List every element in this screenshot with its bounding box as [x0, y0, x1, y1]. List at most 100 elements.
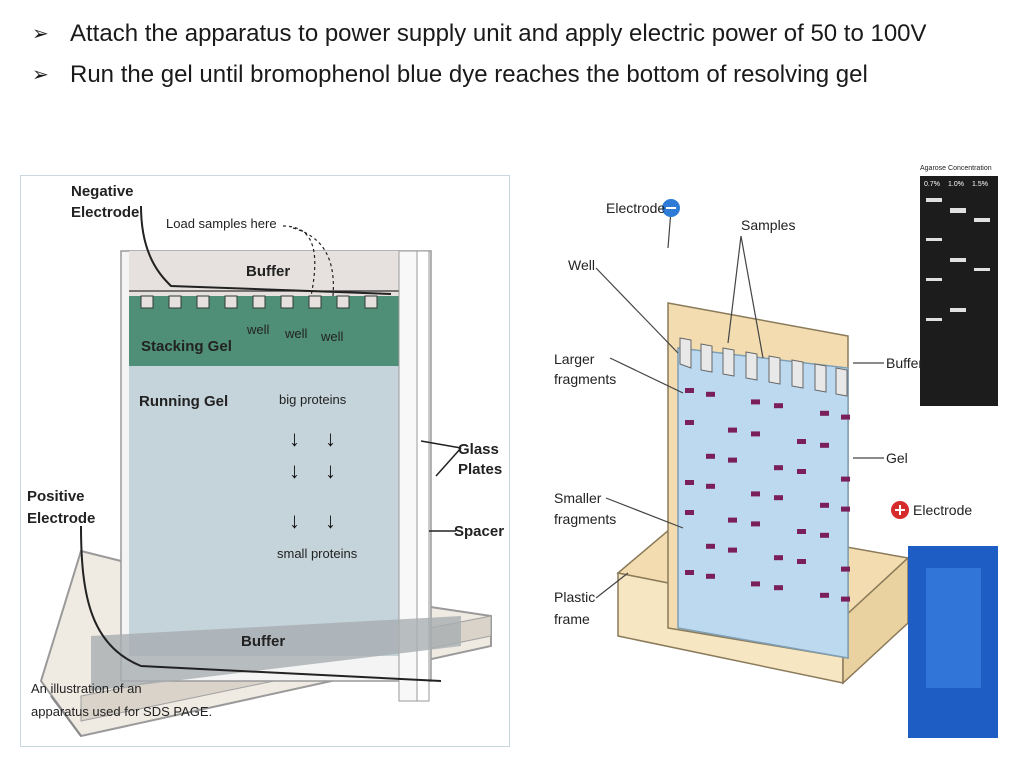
negative-wire — [140, 205, 392, 295]
down-arrow-icon: ↓ — [289, 426, 300, 451]
bullet-list: ➢ Attach the apparatus to power supply u… — [28, 18, 988, 100]
positive-electrode-label: Electrode — [27, 510, 95, 527]
dna-band — [820, 502, 829, 508]
dna-band — [751, 521, 760, 527]
dna-band — [751, 581, 760, 587]
buffer-bottom-label: Buffer — [241, 633, 285, 650]
dna-band — [751, 399, 760, 405]
well-label: Well — [568, 257, 595, 273]
dna-band — [685, 388, 694, 393]
dna-band — [774, 495, 783, 501]
sds-page-diagram: ↓ ↓ ↓ ↓ ↓ ↓ Negative Electrode Buffer St… — [27, 183, 504, 738]
lower-buffer — [91, 616, 461, 691]
dna-band — [774, 585, 783, 591]
smaller-fragments-label: Smaller — [554, 490, 602, 506]
dna-band — [728, 517, 737, 523]
arrow-bullet-icon: ➢ — [32, 64, 49, 86]
negative-electrode-label: Negative — [71, 183, 134, 200]
well-label: well — [284, 326, 308, 341]
big-proteins-label: big proteins — [279, 392, 347, 407]
down-arrow-icon: ↓ — [325, 458, 336, 483]
dna-band — [751, 491, 760, 497]
arrow-bullet-icon: ➢ — [32, 23, 49, 45]
caption-line: apparatus used for SDS PAGE. — [31, 704, 212, 719]
electrode-top-label: Electrode — [606, 200, 665, 216]
dna-band — [706, 453, 715, 459]
down-arrow-icon: ↓ — [325, 426, 336, 451]
dna-band — [797, 559, 806, 564]
gel-electrophoresis-illustration: Electrode Samples Well Larger fragments … — [548, 158, 1000, 744]
bullet-text: Attach the apparatus to power supply uni… — [70, 20, 927, 47]
smaller-fragments-label: fragments — [554, 511, 616, 527]
glass-plates-label: Glass — [458, 441, 499, 458]
dna-band — [685, 510, 694, 515]
gel-electrophoresis-diagram: Electrode Samples Well Larger fragments … — [554, 165, 998, 738]
dna-band — [685, 420, 694, 425]
dna-band — [728, 547, 737, 553]
well-label: well — [320, 329, 344, 344]
agarose-gel-photo — [920, 176, 998, 406]
electrode-bottom-label: Electrode — [913, 502, 972, 518]
dna-band — [841, 596, 850, 602]
dna-band — [774, 555, 783, 561]
dna-band — [728, 457, 737, 463]
running-gel-label: Running Gel — [139, 393, 228, 410]
load-samples-label: Load samples here — [166, 216, 277, 231]
dna-band — [841, 414, 850, 420]
small-proteins-label: small proteins — [277, 546, 358, 561]
spacer-label: Spacer — [454, 523, 504, 540]
running-gel — [129, 366, 399, 656]
agarose-title-label: Agarose Concentration — [920, 165, 992, 172]
dna-band — [841, 476, 850, 482]
dna-band — [774, 403, 783, 409]
dna-band — [820, 410, 829, 416]
positive-electrode-label: Positive — [27, 488, 85, 505]
spacer-strip — [416, 250, 430, 702]
buffer-top-label: Buffer — [246, 263, 290, 280]
down-arrow-icon: ↓ — [289, 508, 300, 533]
dna-band — [820, 442, 829, 448]
dna-band — [706, 543, 715, 549]
dna-band — [820, 592, 829, 598]
dna-band — [751, 431, 760, 437]
glass-plates-label: Plates — [458, 461, 502, 478]
agarose-lane-label: 1.0% — [948, 181, 964, 188]
dna-band — [797, 529, 806, 534]
bullet-text: Run the gel until bromophenol blue dye r… — [70, 61, 868, 88]
gel-label: Gel — [886, 450, 908, 466]
dna-band — [820, 532, 829, 538]
gel-slab — [677, 347, 849, 659]
dna-band — [728, 427, 737, 433]
larger-fragments-label: Larger — [554, 351, 595, 367]
dna-band — [685, 480, 694, 485]
bullet-item: ➢ Run the gel until bromophenol blue dye… — [28, 59, 988, 91]
down-arrow-icon: ↓ — [289, 458, 300, 483]
positive-wire — [80, 525, 442, 682]
down-arrow-icon: ↓ — [325, 508, 336, 533]
dna-band — [797, 439, 806, 444]
caption-line: An illustration of an — [31, 681, 142, 696]
dna-band — [774, 465, 783, 471]
bullet-item: ➢ Attach the apparatus to power supply u… — [28, 18, 988, 50]
comb-wells — [679, 337, 848, 397]
dna-band — [841, 566, 850, 572]
stacking-gel-label: Stacking Gel — [141, 338, 232, 355]
dna-band — [706, 573, 715, 579]
dna-bands — [685, 388, 850, 602]
agarose-lane-label: 0.7% — [924, 181, 940, 188]
dna-band — [685, 570, 694, 575]
dna-band — [841, 506, 850, 512]
agarose-lane-label: 1.5% — [972, 181, 988, 188]
dna-band — [706, 483, 715, 489]
buffer-label: Buffer — [886, 355, 923, 371]
well-label: well — [246, 322, 270, 337]
protein-migration-arrows: ↓ ↓ ↓ ↓ ↓ ↓ — [289, 426, 336, 533]
plastic-frame-label: frame — [554, 611, 590, 627]
dna-band — [706, 391, 715, 397]
dna-band — [797, 469, 806, 474]
plastic-frame-label: Plastic — [554, 589, 595, 605]
negative-electrode-label: Electrode — [71, 204, 139, 221]
sds-page-illustration: ↓ ↓ ↓ ↓ ↓ ↓ Negative Electrode Buffer St… — [20, 175, 510, 747]
gel-wells — [140, 295, 378, 309]
larger-fragments-label: fragments — [554, 371, 616, 387]
